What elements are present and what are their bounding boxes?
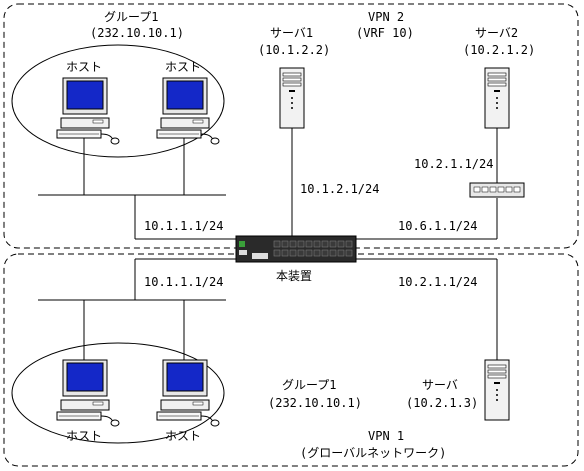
vpn2-title: VPN 2: [368, 10, 404, 24]
vpn1-host-left-icon: [56, 359, 120, 427]
vpn2-host-right-label: ホスト: [165, 60, 201, 74]
vpn2-server1-name: サーバ1: [270, 26, 313, 40]
vpn1-ip-server-link: 10.2.1.1/24: [398, 275, 477, 289]
vpn2-server2-address: (10.2.1.2): [463, 43, 535, 57]
vpn1-group-address: (232.10.10.1): [268, 396, 362, 410]
vpn2-host-left-label: ホスト: [66, 60, 102, 74]
device-label: 本装置: [276, 269, 312, 283]
vpn2-group-ellipse: [11, 44, 225, 158]
vpn2-server1-icon: [279, 67, 305, 129]
vpn2-ip-server1-link: 10.1.2.1/24: [300, 182, 379, 196]
vpn2-host-left-icon: [56, 77, 120, 145]
vpn2-group-name: グループ1: [104, 10, 159, 24]
vpn2-server1-address: (10.1.2.2): [258, 43, 330, 57]
vpn1-title: VPN 1: [368, 429, 404, 443]
vpn2-ip-server2-link: 10.2.1.1/24: [414, 157, 493, 171]
vpn2-group-address: (232.10.10.1): [90, 26, 184, 40]
vpn1-server-name: サーバ: [422, 378, 458, 392]
vpn2-subtitle: (VRF 10): [356, 26, 414, 40]
vpn2-area: [3, 3, 579, 249]
vpn1-server-address: (10.2.1.3): [406, 396, 478, 410]
vpn1-group-ellipse: [11, 342, 225, 444]
vpn2-ip-router-link: 10.6.1.1/24: [398, 219, 477, 233]
device-switch-icon: [235, 235, 357, 263]
vpn1-ip-hosts-link: 10.1.1.1/24: [144, 275, 223, 289]
vpn2-server2-name: サーバ2: [475, 26, 518, 40]
vpn2-router-icon: [469, 182, 525, 198]
vpn1-group-name: グループ1: [282, 378, 337, 392]
vpn1-host-right-icon: [156, 359, 220, 427]
vpn2-host-right-icon: [156, 77, 220, 145]
vpn2-server2-icon: [484, 67, 510, 129]
vpn2-ip-hosts-link: 10.1.1.1/24: [144, 219, 223, 233]
vpn1-server-icon: [484, 359, 510, 421]
vpn1-subtitle: (グローバルネットワーク): [300, 446, 446, 460]
vpn1-host-left-label: ホスト: [66, 429, 102, 443]
vpn1-host-right-label: ホスト: [165, 429, 201, 443]
